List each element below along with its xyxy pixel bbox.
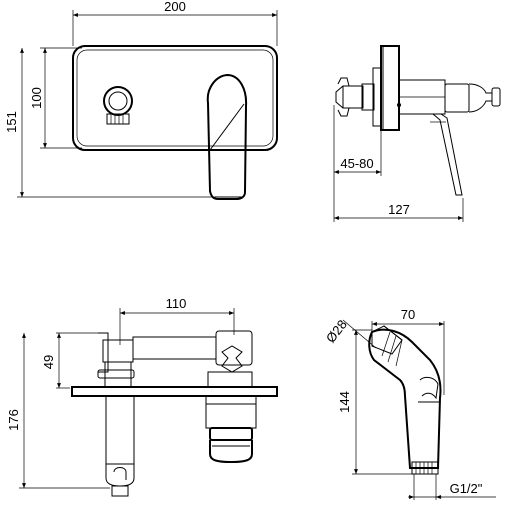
lever-handle	[206, 73, 248, 200]
holder-thread	[411, 461, 439, 475]
dim-label-110: 110	[166, 296, 187, 311]
holder-body	[368, 328, 442, 469]
dim-label-diameter: Ø28	[323, 317, 350, 346]
dim-label-thread: G1/2"	[450, 481, 483, 496]
side-diverter-knob	[335, 77, 364, 117]
plan-lever	[205, 345, 257, 464]
dim-label-176: 176	[6, 409, 21, 431]
dim-label-200: 200	[164, 0, 186, 14]
dim-label-151: 151	[4, 111, 19, 133]
plan-view	[19, 308, 278, 497]
side-view	[333, 45, 501, 222]
diverter-knob	[103, 86, 133, 125]
side-wall-plate	[380, 45, 400, 131]
dim-label-100: 100	[29, 87, 44, 109]
side-lever	[430, 83, 501, 196]
dim-label-45-80: 45-80	[340, 156, 373, 171]
front-view	[17, 10, 278, 200]
dim-label-70: 70	[401, 307, 415, 322]
dim-leader-28	[342, 319, 377, 349]
front-plate	[72, 45, 278, 151]
plan-wall-plate	[71, 386, 278, 397]
dim-label-49: 49	[41, 355, 56, 369]
dim-label-127: 127	[388, 202, 410, 217]
holder-view	[342, 319, 496, 500]
dim-label-144: 144	[337, 391, 352, 413]
plan-diverter-knob	[97, 332, 135, 387]
